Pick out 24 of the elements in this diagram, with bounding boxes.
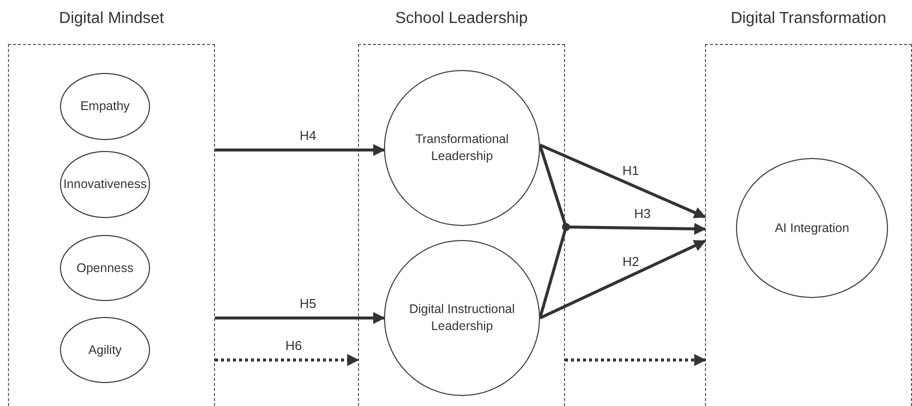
edge-label: H3 — [632, 206, 653, 222]
construct-label: Digital Instructional Leadership — [408, 301, 516, 335]
arrow — [539, 144, 706, 218]
dotted-arrow — [215, 354, 360, 366]
junction-dot — [562, 223, 570, 231]
edge-label: H5 — [298, 296, 318, 312]
arrow — [215, 144, 386, 156]
dotted-arrow — [565, 354, 706, 366]
construct-label: Innovativeness — [62, 176, 148, 193]
construct-label: Transformational Leadership — [414, 131, 510, 165]
arrow — [215, 312, 386, 324]
construct-label: AI Integration — [774, 220, 850, 236]
arrow — [539, 240, 706, 320]
edge-label: H6 — [283, 338, 304, 354]
construct-label: Agility — [87, 342, 123, 358]
group-heading: School Leadership — [394, 10, 529, 28]
construct-label: Empathy — [79, 98, 131, 115]
group-heading: Digital Mindset — [58, 10, 165, 28]
dashed-group-frame — [8, 8, 215, 406]
dashed-group-frame — [705, 8, 912, 406]
edge-label: H1 — [620, 163, 642, 178]
dashed-group-frame — [358, 8, 565, 406]
construct-label: Openness — [76, 260, 134, 276]
group-heading: Digital Transformation — [730, 10, 888, 28]
